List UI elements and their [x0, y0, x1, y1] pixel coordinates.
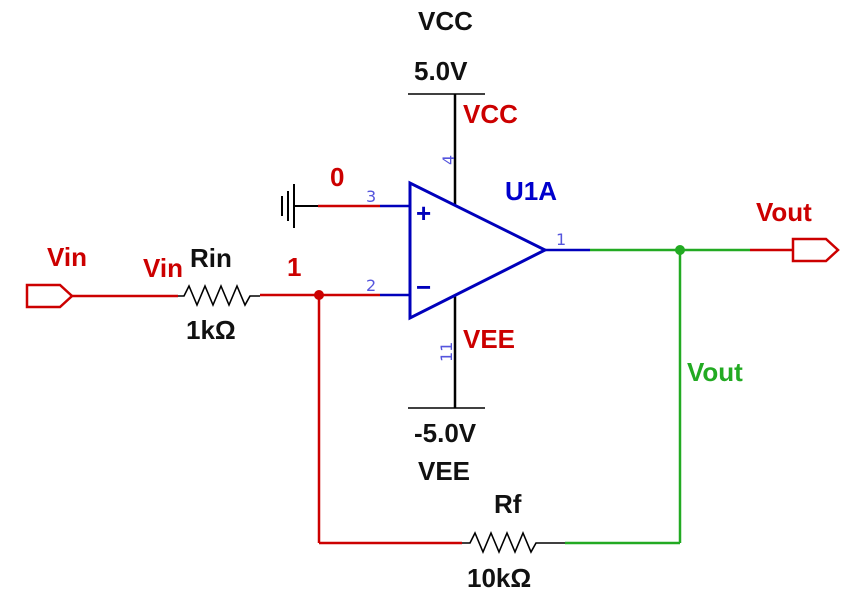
pin-label-out: 1: [556, 230, 566, 249]
output-port-icon: [791, 237, 840, 263]
rf-refdes: Rf: [494, 489, 522, 519]
vout-net-label: Vout: [687, 357, 743, 387]
pin-label-vneg: 11: [437, 342, 456, 362]
rf-resistor-symbol: [462, 530, 565, 555]
rf-value: 10kΩ: [467, 563, 531, 593]
vee-source-name: VEE: [418, 456, 470, 486]
opamp-minus-sign: −: [416, 272, 431, 302]
ground-node-label: 0: [330, 162, 344, 192]
input-port-icon: [25, 283, 74, 309]
vee-net-label: VEE: [463, 324, 515, 354]
rin-resistor-symbol: [178, 283, 260, 308]
input-port-label: Vin: [47, 242, 87, 272]
vcc-source-value: 5.0V: [414, 56, 468, 86]
pin-label-inv: 2: [366, 276, 376, 295]
vin-net-label: Vin: [143, 253, 183, 283]
opamp-plus-sign: +: [416, 198, 431, 228]
vcc-net-label: VCC: [463, 99, 518, 129]
vee-source-value: -5.0V: [414, 418, 477, 448]
rin-refdes: Rin: [190, 243, 232, 273]
opamp-symbol: [408, 180, 549, 321]
ground-icon: [281, 184, 295, 228]
vcc-source-name: VCC: [418, 6, 473, 36]
pin-label-vpos: 4: [439, 155, 458, 165]
rin-value: 1kΩ: [186, 315, 236, 345]
opamp-refdes: U1A: [505, 176, 557, 206]
pin-label-noninv: 3: [366, 187, 376, 206]
output-port-label: Vout: [756, 197, 812, 227]
node1-label: 1: [287, 252, 301, 282]
